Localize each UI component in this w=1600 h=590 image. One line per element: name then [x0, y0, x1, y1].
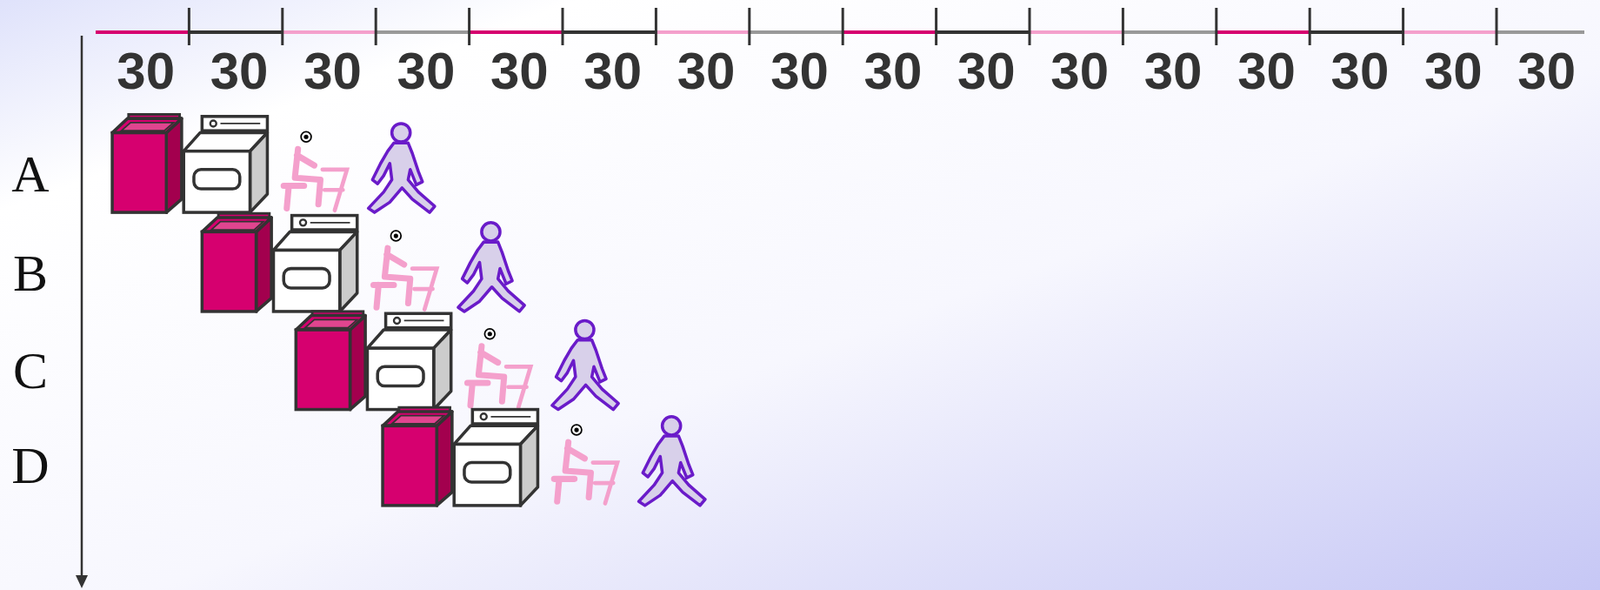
- time-segment: [469, 30, 563, 34]
- axis-arrowhead: [75, 574, 88, 588]
- time-segment: [655, 30, 749, 34]
- time-tick: [747, 7, 751, 46]
- task-row: [295, 311, 619, 410]
- time-tick: [467, 7, 471, 46]
- axis-line: [80, 35, 84, 578]
- walker-icon: [368, 123, 435, 213]
- walker-icon: [458, 222, 525, 312]
- washer-icon: [201, 213, 272, 312]
- time-segment: [282, 30, 376, 34]
- task-row: [382, 406, 706, 506]
- folder-icon: [466, 328, 531, 407]
- time-segment: [1216, 30, 1310, 34]
- duration-label: 30: [102, 45, 190, 98]
- time-tick: [374, 7, 378, 46]
- duration-label: 30: [382, 45, 470, 98]
- dryer-icon: [453, 409, 538, 506]
- row-label: B: [4, 246, 57, 300]
- time-tick: [187, 7, 191, 46]
- duration-label: 30: [195, 45, 283, 98]
- washer-icon: [382, 406, 453, 506]
- time-segment: [1309, 30, 1403, 34]
- time-tick: [561, 7, 565, 46]
- time-tick: [934, 7, 938, 46]
- time-segment: [1403, 30, 1497, 34]
- duration-label: 30: [1036, 45, 1124, 98]
- order-axis: [75, 35, 88, 588]
- time-tick: [1028, 7, 1032, 46]
- time-segment: [842, 30, 936, 34]
- time-segment: [749, 30, 843, 34]
- duration-label: 30: [569, 45, 657, 98]
- row-label: D: [4, 439, 57, 492]
- timeline-ticks: [188, 7, 1497, 46]
- time-tick: [1308, 7, 1312, 46]
- row-label: A: [4, 147, 57, 200]
- task-row: [112, 113, 435, 213]
- folder-icon: [283, 131, 347, 210]
- time-segment: [188, 30, 282, 34]
- duration-label: 30: [662, 45, 750, 98]
- time-segment: [1122, 30, 1216, 34]
- washer-icon: [295, 311, 366, 410]
- duration-label: 30: [1503, 45, 1591, 98]
- duration-label: 30: [1409, 45, 1497, 98]
- duration-label: 30: [1316, 45, 1404, 98]
- time-tick: [841, 7, 845, 46]
- walker-icon: [639, 416, 706, 506]
- time-segment: [95, 30, 189, 34]
- time-tick: [1401, 7, 1405, 46]
- time-segment: [1029, 30, 1123, 34]
- time-tick: [1214, 7, 1218, 46]
- folder-icon: [553, 424, 618, 503]
- duration-label: 30: [1223, 45, 1311, 98]
- task-rows: [112, 113, 706, 505]
- timeline: [95, 30, 1585, 34]
- washer-icon: [112, 113, 182, 213]
- duration-label: 30: [475, 45, 563, 98]
- time-segment: [375, 30, 469, 34]
- time-segment: [936, 30, 1030, 34]
- duration-label: 30: [849, 45, 937, 98]
- dryer-icon: [273, 215, 357, 312]
- row-label: C: [4, 344, 57, 397]
- duration-label: 30: [942, 45, 1030, 98]
- task-row: [201, 213, 525, 312]
- duration-label: 30: [756, 45, 844, 98]
- time-segment: [562, 30, 656, 34]
- walker-icon: [552, 320, 619, 409]
- folder-icon: [373, 230, 438, 309]
- time-tick: [1495, 7, 1499, 46]
- duration-label: 30: [289, 45, 377, 98]
- duration-label: 30: [1129, 45, 1217, 98]
- time-tick: [1121, 7, 1125, 46]
- dryer-icon: [366, 313, 451, 409]
- time-tick: [654, 7, 658, 46]
- time-segment: [1496, 30, 1585, 34]
- dryer-icon: [183, 116, 267, 213]
- time-tick: [280, 7, 284, 46]
